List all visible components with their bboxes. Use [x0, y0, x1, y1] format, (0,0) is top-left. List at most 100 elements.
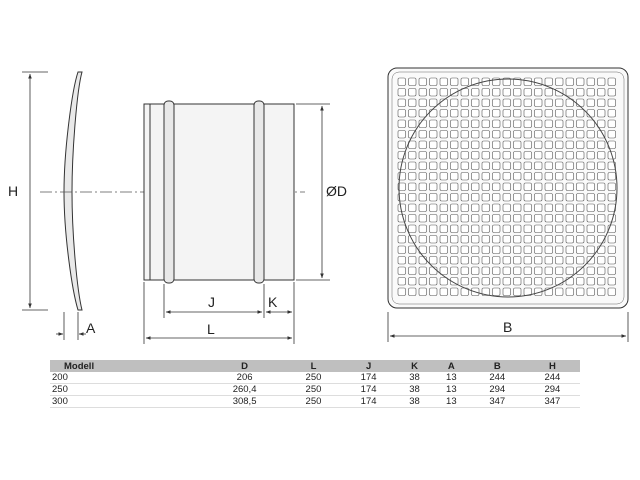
grille-slot	[429, 256, 438, 265]
grille-slot	[397, 245, 406, 254]
grille-slot	[481, 203, 490, 212]
grille-slot	[471, 109, 480, 118]
grille-slot	[576, 151, 585, 160]
grille-slot	[408, 266, 417, 275]
grille-slot	[586, 224, 595, 233]
grille-slot	[565, 172, 574, 181]
specification-table: Modell D L J K A B H 200 206 250 174 38 …	[50, 360, 580, 408]
grille-slot	[555, 193, 564, 202]
grille-slot	[534, 140, 543, 149]
grille-slot	[481, 277, 490, 286]
grille-slot	[481, 245, 490, 254]
grille-slot	[597, 119, 606, 128]
grille-slot	[544, 266, 553, 275]
grille-slot	[565, 77, 574, 86]
grille-slot	[565, 151, 574, 160]
grille-slot	[555, 266, 564, 275]
spigot-side-view	[143, 100, 295, 284]
grille-slot	[502, 193, 511, 202]
grille-slot	[397, 287, 406, 296]
grille-slot	[555, 98, 564, 107]
grille-slot	[492, 256, 501, 265]
grille-slot	[429, 161, 438, 170]
grille-slot	[555, 224, 564, 233]
grille-slot	[418, 130, 427, 139]
grille-slot	[513, 130, 522, 139]
grille-slot	[460, 98, 469, 107]
cell-modell: 200	[50, 372, 204, 384]
grille-slot	[576, 119, 585, 128]
grille-slot	[513, 235, 522, 244]
table-header-row: Modell D L J K A B H	[50, 360, 580, 372]
label-h: H	[8, 183, 18, 199]
grille-slot	[534, 256, 543, 265]
grille-slot	[460, 214, 469, 223]
cell-a: 13	[432, 395, 470, 408]
grille-slot	[502, 109, 511, 118]
grille-slot	[555, 245, 564, 254]
grille-slot	[597, 277, 606, 286]
grille-slot	[408, 140, 417, 149]
grille-slot	[544, 256, 553, 265]
grille-slot	[460, 203, 469, 212]
grille-slot	[597, 77, 606, 86]
grille-slot	[576, 88, 585, 97]
grille-slot	[460, 266, 469, 275]
dimension-a	[56, 312, 86, 340]
grille-slot	[576, 109, 585, 118]
grille-slot	[544, 193, 553, 202]
grille-slot	[597, 214, 606, 223]
grille-slot	[607, 98, 616, 107]
grille-slot	[439, 182, 448, 191]
grille-slot	[586, 151, 595, 160]
grille-slot	[397, 109, 406, 118]
grille-slot	[481, 151, 490, 160]
grille-slot	[565, 214, 574, 223]
grille-slot	[450, 256, 459, 265]
grille-slot	[565, 287, 574, 296]
grille-slot	[576, 161, 585, 170]
grille-slot	[544, 88, 553, 97]
grille-slot	[544, 77, 553, 86]
grille-slot	[523, 88, 532, 97]
grille-slot	[429, 119, 438, 128]
grille-slot	[460, 130, 469, 139]
grille-slot	[418, 182, 427, 191]
grille-slot	[481, 182, 490, 191]
grille-slot	[502, 256, 511, 265]
grille-slot	[450, 214, 459, 223]
grille-slot	[597, 172, 606, 181]
grille-slot	[544, 203, 553, 212]
cell-k: 38	[396, 395, 433, 408]
grille-slot	[544, 119, 553, 128]
cell-l: 250	[285, 372, 342, 384]
grille-slot	[439, 119, 448, 128]
grille-slot	[481, 193, 490, 202]
grille-slot	[523, 98, 532, 107]
grille-slot	[544, 109, 553, 118]
grille-slot	[523, 245, 532, 254]
grille-slot	[408, 214, 417, 223]
grille-slot	[534, 245, 543, 254]
grille-slot	[597, 193, 606, 202]
grille-slot	[534, 130, 543, 139]
grille-slot	[439, 203, 448, 212]
grille-slot	[471, 172, 480, 181]
cell-d: 260,4	[203, 383, 286, 396]
grille-slot	[418, 256, 427, 265]
grille-slot	[502, 203, 511, 212]
grille-slot	[418, 151, 427, 160]
grille-slot	[576, 172, 585, 181]
grille-slot	[460, 119, 469, 128]
grille-slot	[492, 98, 501, 107]
dimension-h	[22, 71, 48, 311]
grille-slot	[460, 140, 469, 149]
grille-slot	[565, 161, 574, 170]
grille-slot	[607, 245, 616, 254]
grille-slot	[460, 193, 469, 202]
grille-slot	[439, 224, 448, 233]
grille-slot	[544, 182, 553, 191]
grille-slot	[576, 193, 585, 202]
grille-slot	[607, 172, 616, 181]
grille-slot	[523, 109, 532, 118]
